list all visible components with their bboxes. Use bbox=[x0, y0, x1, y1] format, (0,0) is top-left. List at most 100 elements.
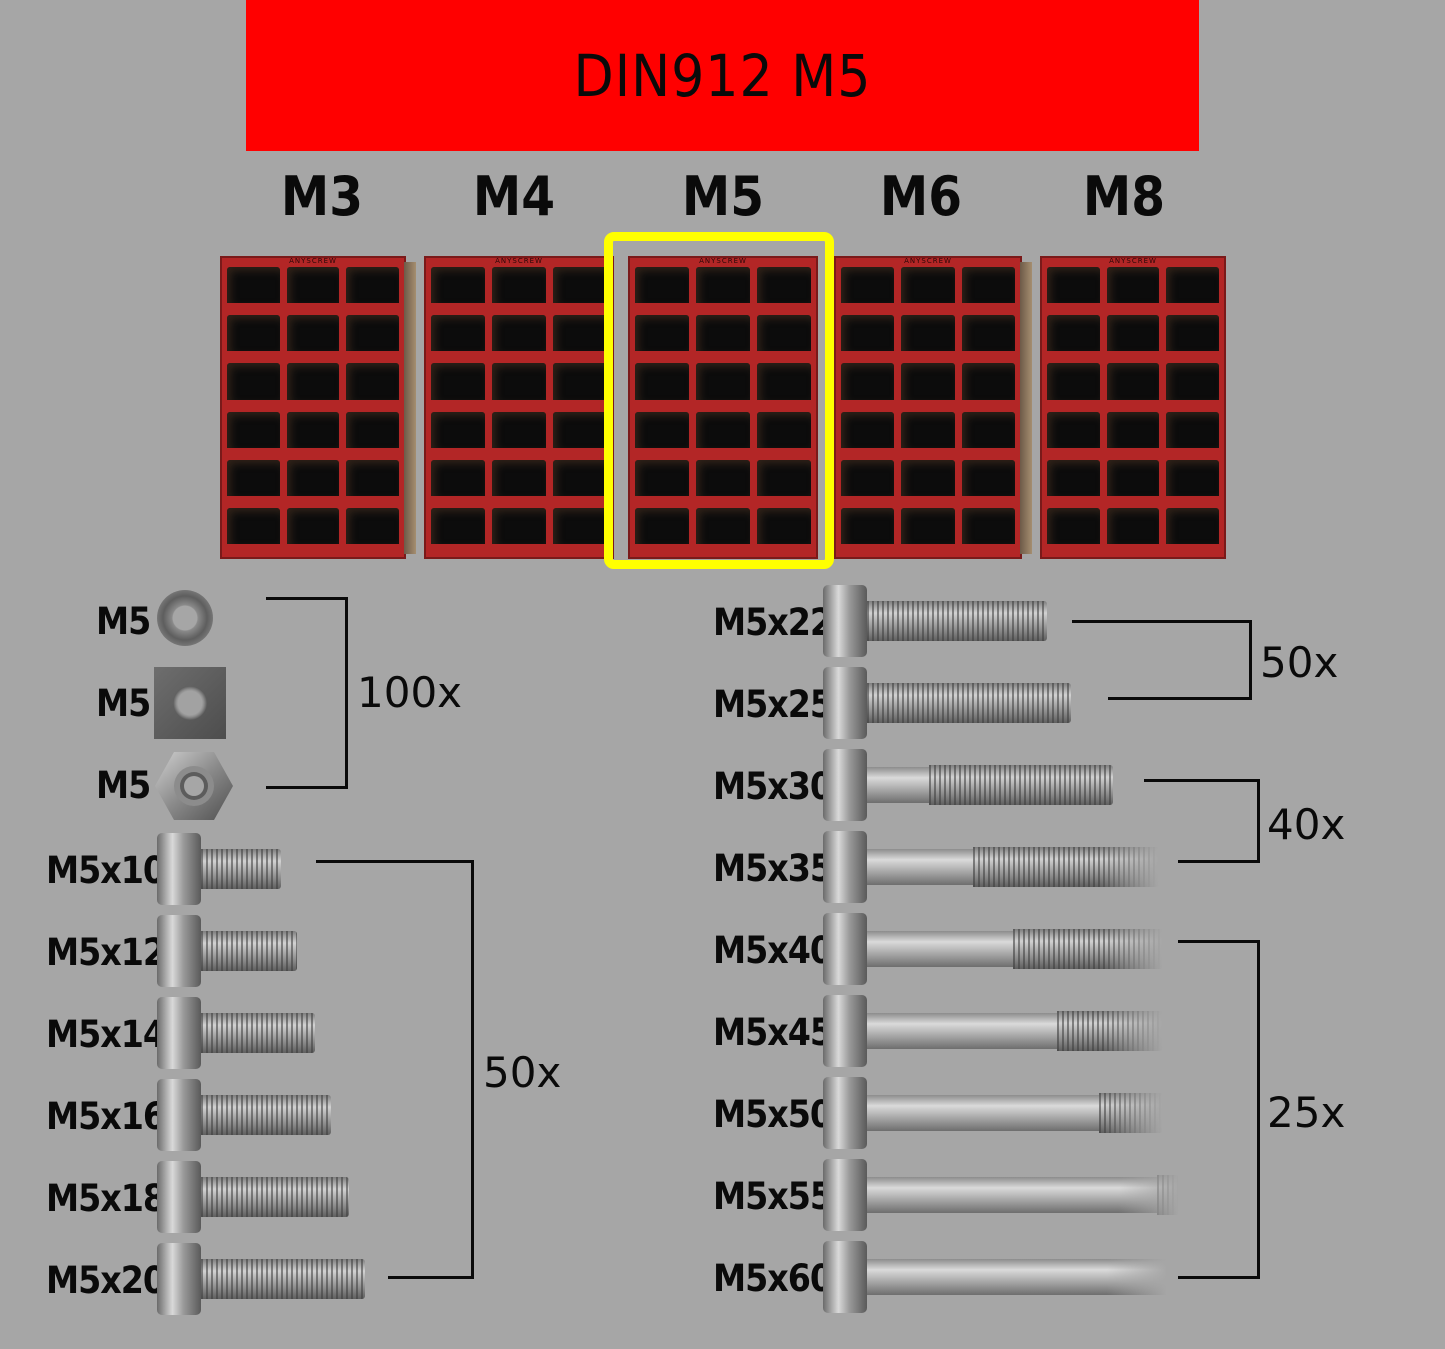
bolt-head bbox=[823, 1077, 867, 1149]
bin-cell bbox=[492, 315, 546, 359]
bracket-line bbox=[1257, 779, 1260, 863]
bolt-size-label: M5x20 bbox=[46, 1259, 166, 1302]
bin-cell bbox=[757, 411, 811, 455]
bolt-shank bbox=[867, 931, 1013, 967]
bolt-thread bbox=[867, 601, 1047, 641]
bin-cell bbox=[1106, 411, 1160, 455]
bolt-shank bbox=[867, 849, 973, 885]
bin-cell bbox=[841, 507, 895, 551]
bin-cell bbox=[901, 507, 955, 551]
selected-size-highlight bbox=[604, 232, 834, 569]
bin-cell bbox=[635, 315, 689, 359]
socket-head-bolt-icon bbox=[823, 913, 1163, 985]
bin-cell bbox=[1166, 459, 1219, 503]
bolt-head bbox=[157, 1243, 201, 1315]
part-label-washer: M5 bbox=[96, 600, 151, 643]
bin-cell bbox=[635, 411, 689, 455]
bolt-size-label: M5x22 bbox=[713, 601, 833, 644]
bin-cell bbox=[346, 411, 399, 455]
bolt-size-label: M5x25 bbox=[713, 683, 833, 726]
bracket-line bbox=[1249, 620, 1252, 700]
bin-cell bbox=[553, 507, 607, 551]
bolt-thread bbox=[201, 931, 297, 971]
bolt-thread bbox=[201, 1259, 365, 1299]
bin-cell bbox=[841, 459, 895, 503]
bin-cell bbox=[346, 459, 399, 503]
bolt-thread bbox=[201, 1095, 331, 1135]
bin-cell bbox=[901, 411, 955, 455]
bin-cell bbox=[841, 267, 895, 311]
bolt-head bbox=[157, 915, 201, 987]
socket-head-bolt-icon bbox=[157, 833, 281, 905]
title-banner: DIN912 M5 bbox=[246, 0, 1199, 151]
hex-nut-icon bbox=[155, 752, 233, 820]
bin-cell bbox=[696, 363, 750, 407]
bin-cell bbox=[961, 459, 1015, 503]
bin-cell bbox=[492, 411, 546, 455]
bin-cell bbox=[553, 267, 607, 311]
bolt-thread bbox=[201, 1013, 315, 1053]
bracket-line bbox=[1178, 940, 1260, 943]
bin-cell bbox=[961, 507, 1015, 551]
box-brand-label: ANYSCREW bbox=[904, 257, 952, 265]
bolt-thread bbox=[1157, 1175, 1179, 1215]
bolt-size-label: M5x40 bbox=[713, 929, 833, 972]
bin-cell bbox=[346, 363, 399, 407]
bolt-thread bbox=[201, 849, 281, 889]
bin-cell bbox=[1166, 363, 1219, 407]
bolt-size-label: M5x14 bbox=[46, 1013, 166, 1056]
organizer-box-m6: ANYSCREW bbox=[834, 256, 1022, 559]
bin-cell bbox=[841, 363, 895, 407]
bin-cell bbox=[696, 315, 750, 359]
bin-cell bbox=[841, 315, 895, 359]
socket-head-bolt-icon bbox=[157, 1079, 331, 1151]
bin-cell bbox=[901, 267, 955, 311]
bin-cell bbox=[227, 507, 280, 551]
organizer-box-m3: ANYSCREW bbox=[220, 256, 406, 559]
bin-cell bbox=[227, 315, 280, 359]
bin-cell bbox=[635, 459, 689, 503]
box-side-panel bbox=[404, 262, 416, 554]
bin-cell bbox=[901, 459, 955, 503]
bin-cell bbox=[553, 315, 607, 359]
bracket-line bbox=[266, 786, 348, 789]
bolt-size-label: M5x16 bbox=[46, 1095, 166, 1138]
cell-grid bbox=[635, 267, 811, 551]
bolt-thread bbox=[1099, 1093, 1163, 1133]
bin-cell bbox=[431, 411, 485, 455]
size-label-m5: M5 bbox=[681, 165, 765, 228]
bin-cell bbox=[1166, 507, 1219, 551]
bracket-line bbox=[266, 597, 348, 600]
bolt-head bbox=[823, 749, 867, 821]
quantity-nuts: 100x bbox=[357, 668, 463, 717]
bolt-head bbox=[157, 1079, 201, 1151]
box-brand-label: ANYSCREW bbox=[1109, 257, 1157, 265]
bin-cell bbox=[286, 315, 340, 359]
bolt-head bbox=[823, 831, 867, 903]
socket-head-bolt-icon bbox=[823, 1159, 1179, 1231]
bin-cell bbox=[1106, 363, 1160, 407]
bin-cell bbox=[1166, 315, 1219, 359]
bin-cell bbox=[961, 267, 1015, 311]
bin-cell bbox=[286, 267, 340, 311]
bin-cell bbox=[431, 363, 485, 407]
bin-cell bbox=[553, 411, 607, 455]
bin-cell bbox=[1047, 363, 1100, 407]
quantity-group-1: 50x bbox=[1260, 638, 1339, 687]
bin-cell bbox=[431, 315, 485, 359]
size-label-m8: M8 bbox=[1082, 165, 1166, 228]
bin-cell bbox=[492, 459, 546, 503]
bin-cell bbox=[635, 267, 689, 311]
bolt-thread bbox=[1057, 1011, 1163, 1051]
bin-cell bbox=[635, 507, 689, 551]
bin-cell bbox=[492, 267, 546, 311]
size-label-m6: M6 bbox=[879, 165, 963, 228]
bin-cell bbox=[431, 507, 485, 551]
socket-head-bolt-icon bbox=[823, 1241, 1167, 1313]
bolt-head bbox=[823, 995, 867, 1067]
bin-cell bbox=[431, 267, 485, 311]
socket-head-bolt-icon bbox=[823, 667, 1071, 739]
bin-cell bbox=[696, 411, 750, 455]
organizer-box-m8: ANYSCREW bbox=[1040, 256, 1226, 559]
bin-cell bbox=[553, 363, 607, 407]
